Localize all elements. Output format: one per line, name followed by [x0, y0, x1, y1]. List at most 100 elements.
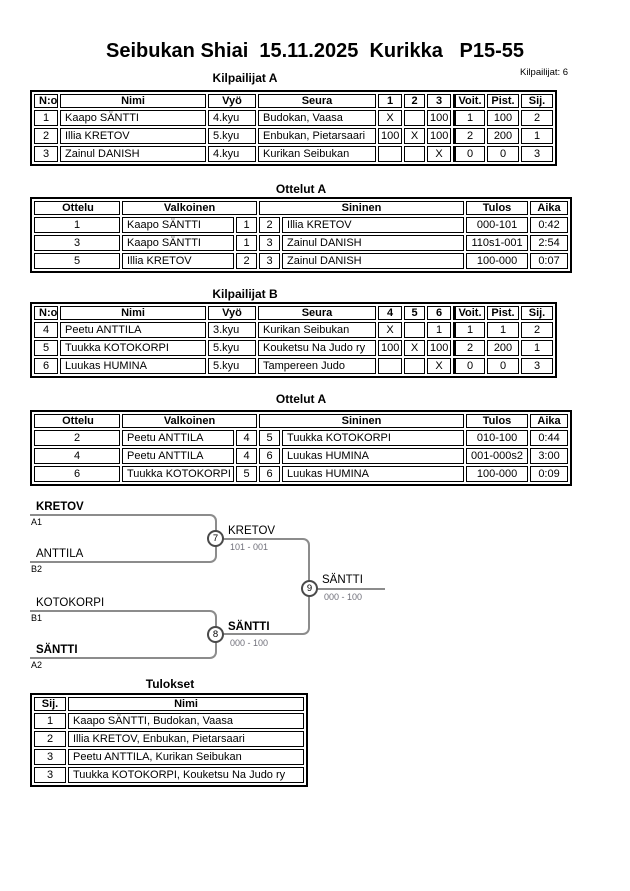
table-row: 3 Zainul DANISH 4.kyu Kurikan Seibukan X… [34, 146, 553, 162]
grid-cell: X [404, 128, 425, 144]
result-name: Illia KRETOV, Enbukan, Pietarsaari [68, 731, 304, 747]
competitor-club: Tampereen Judo [258, 358, 376, 374]
competitor-no: 1 [34, 110, 58, 126]
result-cell: 000-101 [466, 217, 529, 233]
grid-cell: 1 [427, 322, 451, 338]
table-row: 5 Tuukka KOTOKORPI 5.kyu Kouketsu Na Jud… [34, 340, 553, 356]
blue-no: 3 [259, 235, 281, 251]
table-row: 1 Kaapo SÄNTTI, Budokan, Vaasa [34, 713, 304, 729]
grid-cell [404, 146, 425, 162]
table-header-row: N:o Nimi Vyö Seura 4 5 6 Voit. Pist. Sij… [34, 306, 553, 320]
grid-cell: X [404, 340, 425, 356]
table-row: 1 Kaapo SÄNTTI 4.kyu Budokan, Vaasa X 10… [34, 110, 553, 126]
match-number-badge: 7 [207, 530, 224, 547]
col-header-place: Sij. [521, 94, 553, 108]
pool-b-table: N:o Nimi Vyö Seura 4 5 6 Voit. Pist. Sij… [30, 302, 557, 378]
col-header-place: Sij. [521, 306, 553, 320]
pool-a-heading: Kilpailijat A [212, 71, 278, 85]
points-cell: 0 [487, 146, 519, 162]
white-no: 5 [236, 466, 258, 482]
competitor-belt: 5.kyu [208, 340, 256, 356]
col-header-points: Pist. [487, 306, 519, 320]
matches-a-heading: Ottelut A [275, 182, 327, 196]
bracket-slot-tag: B1 [31, 613, 43, 623]
col-header-match: Ottelu [34, 414, 120, 428]
match-no: 6 [34, 466, 120, 482]
col-header-wins: Voit. [453, 94, 485, 108]
white-no: 1 [236, 235, 258, 251]
col-header-blue: Sininen [259, 414, 465, 428]
time-cell: 0:09 [530, 466, 569, 482]
grid-cell [404, 322, 425, 338]
place-cell: 1 [521, 340, 553, 356]
white-name: Illia KRETOV [122, 253, 234, 269]
bracket-match-score: 000 - 100 [230, 638, 269, 648]
bracket-connector-winner8 [223, 588, 310, 635]
table-row: 1 Kaapo SÄNTTI 1 2 Illia KRETOV 000-101 … [34, 217, 569, 233]
blue-name: Zainul DANISH [282, 235, 465, 251]
competitor-name: Kaapo SÄNTTI [60, 110, 206, 126]
result-place: 2 [34, 731, 66, 747]
bracket-slot-tag: A2 [31, 660, 43, 670]
matches-b-table: Ottelu Valkoinen Sininen Tulos Aika 2 Pe… [30, 410, 573, 486]
grid-cell [404, 358, 425, 374]
col-header-g2: 5 [404, 306, 425, 320]
bracket-slot-name: SÄNTTI [36, 644, 78, 656]
col-header-blue: Sininen [259, 201, 465, 215]
col-header-white: Valkoinen [122, 414, 258, 428]
col-header-club: Seura [258, 306, 376, 320]
competitor-belt: 4.kyu [208, 146, 256, 162]
bracket-match-score: 000 - 100 [324, 592, 363, 602]
competitor-belt: 3.kyu [208, 322, 256, 338]
results-table: Sij. Nimi 1 Kaapo SÄNTTI, Budokan, Vaasa… [30, 693, 308, 787]
white-no: 4 [236, 448, 258, 464]
competitor-belt: 5.kyu [208, 128, 256, 144]
result-name: Peetu ANTTILA, Kurikan Seibukan [68, 749, 304, 765]
col-header-no: N:o [34, 306, 58, 320]
grid-cell: 100 [427, 110, 451, 126]
table-row: 2 Peetu ANTTILA 4 5 Tuukka KOTOKORPI 010… [34, 430, 569, 446]
pool-b-heading: Kilpailijat B [212, 287, 278, 301]
col-header-g1: 1 [378, 94, 402, 108]
points-cell: 200 [487, 128, 519, 144]
table-row: 4 Peetu ANTTILA 4 6 Luukas HUMINA 001-00… [34, 448, 569, 464]
white-name: Peetu ANTTILA [122, 448, 234, 464]
col-header-result: Tulos [466, 201, 529, 215]
col-header-points: Pist. [487, 94, 519, 108]
result-place: 3 [34, 749, 66, 765]
table-header-row: Ottelu Valkoinen Sininen Tulos Aika [34, 201, 569, 215]
grid-cell: 100 [378, 128, 402, 144]
table-row: 5 Illia KRETOV 2 3 Zainul DANISH 100-000… [34, 253, 569, 269]
competitor-name: Peetu ANTTILA [60, 322, 206, 338]
results-heading: Tulokset [145, 677, 195, 691]
result-name: Tuukka KOTOKORPI, Kouketsu Na Judo ry [68, 767, 304, 783]
result-place: 1 [34, 713, 66, 729]
col-header-belt: Vyö [208, 306, 256, 320]
competitor-name: Zainul DANISH [60, 146, 206, 162]
grid-cell: 100 [427, 128, 451, 144]
col-header-time: Aika [530, 414, 569, 428]
col-header-belt: Vyö [208, 94, 256, 108]
matches-a-table: Ottelu Valkoinen Sininen Tulos Aika 1 Ka… [30, 197, 573, 273]
competitor-no: 5 [34, 340, 58, 356]
competitor-name: Illia KRETOV [60, 128, 206, 144]
bracket-slot-tag: B2 [31, 564, 43, 574]
time-cell: 3:00 [530, 448, 569, 464]
wins-cell: 1 [453, 110, 485, 126]
result-name: Kaapo SÄNTTI, Budokan, Vaasa [68, 713, 304, 729]
table-header-row: N:o Nimi Vyö Seura 1 2 3 Voit. Pist. Sij… [34, 94, 553, 108]
time-cell: 2:54 [530, 235, 569, 251]
grid-cell: X [378, 110, 402, 126]
match-number-badge: 9 [301, 580, 318, 597]
blue-name: Zainul DANISH [282, 253, 465, 269]
wins-cell: 2 [453, 128, 485, 144]
place-cell: 3 [521, 146, 553, 162]
col-header-time: Aika [530, 201, 569, 215]
col-header-no: N:o [34, 94, 58, 108]
result-cell: 100-000 [466, 466, 529, 482]
white-name: Peetu ANTTILA [122, 430, 234, 446]
result-place: 3 [34, 767, 66, 783]
blue-no: 5 [259, 430, 281, 446]
competitor-club: Kurikan Seibukan [258, 322, 376, 338]
points-cell: 1 [487, 322, 519, 338]
